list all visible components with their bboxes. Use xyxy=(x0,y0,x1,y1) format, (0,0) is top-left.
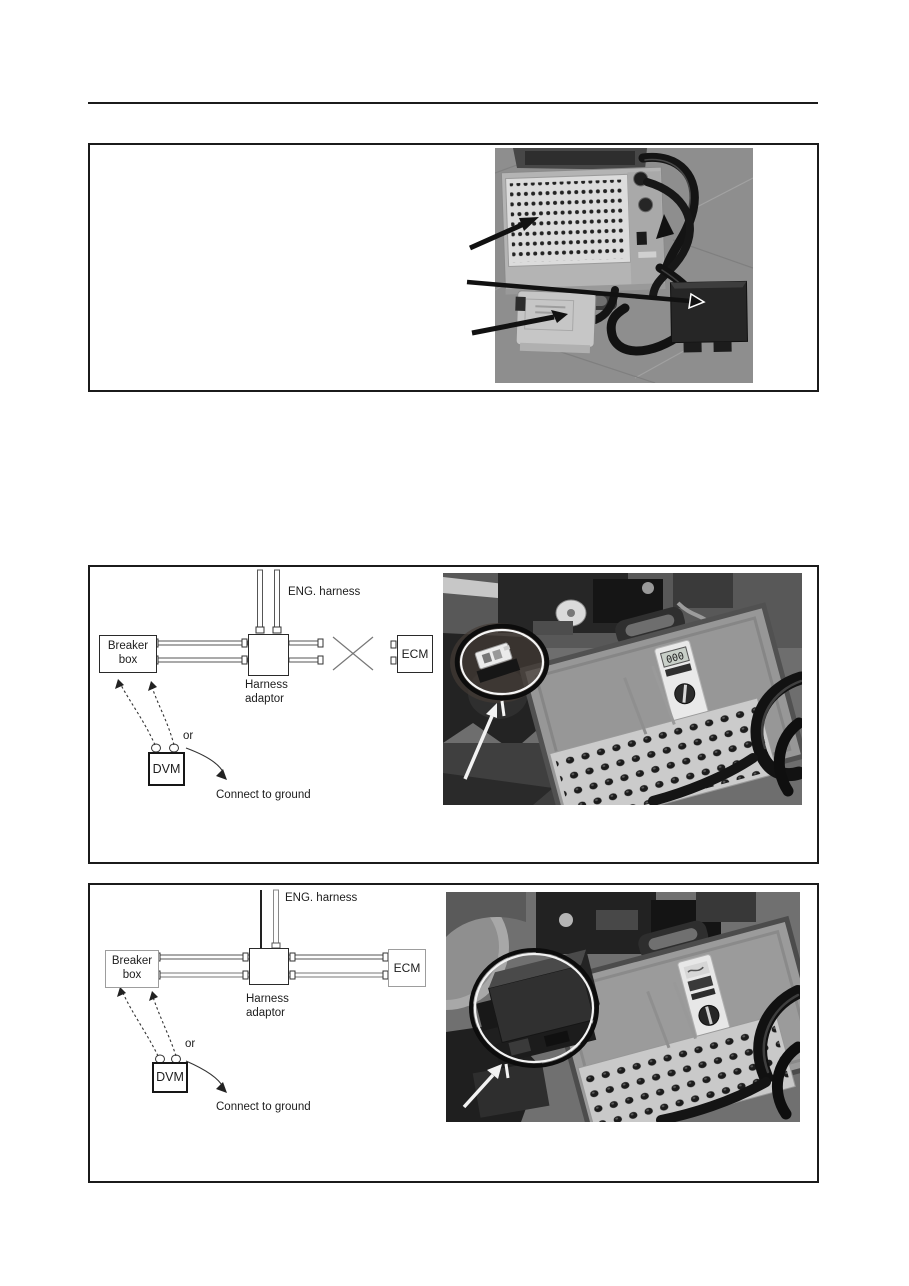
probe-arrowhead xyxy=(149,991,158,1001)
figure-box-ecm-connected: ENG. harness Breaker box Harness adaptor… xyxy=(88,883,819,1183)
dvm-meter: 000 xyxy=(654,639,712,733)
ecm-module xyxy=(476,949,600,1064)
test-probe xyxy=(672,981,697,1040)
breaker-to-adaptor-wires xyxy=(152,638,249,665)
harness-cables xyxy=(591,152,702,356)
dvm-display-reading: 000 xyxy=(665,651,685,666)
ecm-node: ECM xyxy=(388,949,426,987)
eng-harness-label: ENG. harness xyxy=(285,892,358,904)
test-probe xyxy=(623,677,648,735)
connect-to-ground-label: Connect to ground xyxy=(216,789,311,801)
dvm-probe-arrows xyxy=(120,684,175,746)
harness-adaptor-node xyxy=(248,634,289,676)
test-probe xyxy=(651,665,676,725)
ecm-module xyxy=(669,280,749,353)
cable-connector xyxy=(638,197,654,213)
highlight-ellipse xyxy=(454,623,550,701)
harness-adaptor-node xyxy=(249,948,289,985)
eng-harness-label: ENG. harness xyxy=(288,586,361,598)
cable-arrowhead xyxy=(656,214,674,239)
breaker-box-unit xyxy=(500,166,666,295)
adaptor-output-stubs xyxy=(288,638,397,665)
harness-cables xyxy=(656,985,800,1122)
ecm-node: ECM xyxy=(397,635,433,673)
divider-rule xyxy=(88,102,818,104)
ground-arrowhead xyxy=(216,1082,227,1093)
eng-harness-wires xyxy=(260,889,281,949)
breaker-kit-photo xyxy=(495,148,753,383)
ground-arrowhead xyxy=(216,769,227,780)
breaker-box-node: Breaker box xyxy=(99,635,157,673)
eng-harness-wires xyxy=(255,569,282,634)
power-switch xyxy=(636,231,647,246)
photo-callout-arrow xyxy=(463,700,506,780)
case-lid xyxy=(513,148,647,170)
highlight-circle xyxy=(469,948,599,1068)
test-probe xyxy=(646,990,671,1049)
callout-arrow-adaptor xyxy=(471,310,568,336)
dvm-probe-arrows xyxy=(122,992,177,1057)
harness-cables xyxy=(648,671,802,805)
callout-arrow-breaker-box xyxy=(468,217,539,251)
probe-arrowhead xyxy=(117,987,126,997)
floor-shadow xyxy=(443,773,553,805)
photo-callout-arrow xyxy=(462,1063,510,1109)
disconnect-x-mark xyxy=(332,636,374,671)
breaker-box-node: Breaker box xyxy=(105,950,159,988)
figure-box-ecm-disconnected: ENG. harness Breaker box Harness adaptor… xyxy=(88,565,819,864)
engine-bay-photo-connector: 000 xyxy=(443,573,802,805)
or-label: or xyxy=(183,730,194,742)
dvm-node: DVM xyxy=(148,752,185,786)
probe-arrowhead xyxy=(115,679,124,689)
engine-bay-machinery xyxy=(446,892,756,1010)
figure-box-breaker-kit xyxy=(88,143,819,392)
probe-arrowhead xyxy=(148,681,157,691)
connect-to-ground-label: Connect to ground xyxy=(216,1101,311,1113)
dvm-node: DVM xyxy=(152,1062,188,1093)
ground-arrow-curve xyxy=(185,1060,224,1088)
harness-connector xyxy=(474,642,521,683)
callout-arrow-ecm xyxy=(466,279,706,310)
dvm-terminals xyxy=(151,743,179,753)
or-label: or xyxy=(185,1038,196,1050)
engine-bay-photo-ecm xyxy=(446,892,800,1122)
figure1-callout-arrows xyxy=(466,214,706,336)
dvm-meter xyxy=(677,954,732,1044)
harness-adaptor-label: Harness adaptor xyxy=(245,679,288,706)
ground-arrow-curve xyxy=(185,747,225,775)
harness-adaptor-label: Harness adaptor xyxy=(246,993,289,1020)
